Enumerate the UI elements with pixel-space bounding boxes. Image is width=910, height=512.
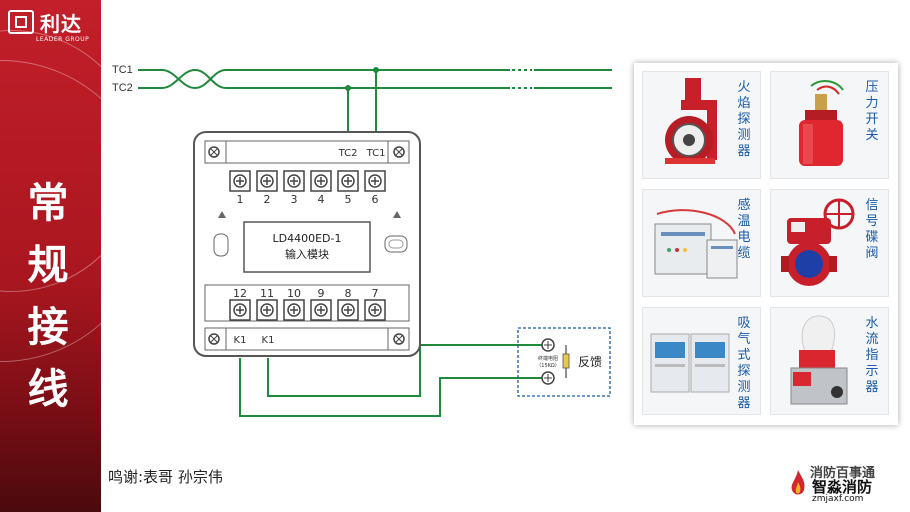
screw-icon [393,333,405,345]
terminal-number: 12 [233,287,247,300]
heat-cable-icon [654,209,738,279]
k1-wire-right [267,344,542,397]
bottom-terminal-strip [204,327,410,351]
terminal-number: 6 [372,193,379,206]
terminal-label-k1: K1 [234,335,247,346]
page-title: 常 规 接 线 [18,172,78,420]
terminal-number: 3 [291,193,298,206]
device-label: 火焰探测器 [737,80,751,159]
terminal-screw-icon [364,170,386,192]
module-model: LD4400ED-1 [273,232,342,245]
terminal-number: 7 [372,287,379,300]
feedback-label: 反馈 [578,355,602,369]
arrow-up-icon [393,211,401,218]
aspirating-detector-icon [650,333,730,393]
device-label: 水流指示器 [865,316,879,395]
resistor-label: 终端电阻 [538,355,558,362]
screw-icon [208,146,220,158]
terminal-screw-icon [310,299,332,321]
junction-dot [373,67,379,73]
screw-icon [541,338,555,352]
flame-logo-icon [791,470,805,495]
terminal-number: 2 [264,193,271,206]
watermark-url: zmjaxf.com [812,494,864,504]
device-card-heat-cable: 感温电缆 [642,189,761,297]
watermark: 消防百事通 智淼消防 zmjaxf.com [788,462,896,508]
terminal-screw-icon [256,170,278,192]
terminal-screw-icon [229,170,251,192]
bus-wire-tc1 [138,69,510,90]
butterfly-valve-icon [781,198,855,286]
arrow-up-icon [218,211,226,218]
credit-text: 鸣谢:表哥 孙宗伟 [108,468,223,486]
terminal-screw-icon [310,170,332,192]
brand-logo: 利达 LEADER GROUP [6,6,98,48]
device-label: 信号碟阀 [865,198,879,261]
bottom-terminal-frame [204,284,410,322]
device-card-aspirating-detector: 吸气式探测器 [642,307,761,415]
bus-label-tc1: TC1 [112,64,133,76]
title-char: 规 [27,241,69,289]
terminal-number: 10 [287,287,301,300]
device-label: 压力开关 [865,80,879,143]
terminal-number: 1 [237,193,244,206]
watermark-top-text: 消防百事通 [810,466,876,481]
logo-mark-icon [8,10,34,34]
terminal-label-tc2: TC2 [338,148,358,159]
bus-wire-tc2 [138,68,510,89]
top-terminal-row [229,170,386,192]
terminal-number: 5 [345,193,352,206]
feedback-device-box [517,327,611,397]
terminal-label-tc1: TC1 [366,148,386,159]
terminal-screw-icon [283,299,305,321]
terminal-screw-icon [283,170,305,192]
logo-name: 利达 [40,12,82,36]
flame-detector-icon [665,78,717,164]
water-flow-indicator-icon [790,315,848,405]
device-panel: 火焰探测器 压力开关 感温电缆 [634,63,898,425]
logo-subtitle: LEADER GROUP [36,36,90,43]
junction-dot [345,85,351,91]
device-card-signal-valve: 信号碟阀 [770,189,889,297]
terminal-screw-icon [337,170,359,192]
terminal-number: 9 [318,287,325,300]
device-label: 感温电缆 [737,198,751,261]
terminal-number: 4 [318,193,325,206]
title-char: 线 [27,365,69,413]
terminal-number: 8 [345,287,352,300]
screw-icon [208,333,220,345]
screw-icon [541,371,555,385]
terminal-screw-icon [256,299,278,321]
module-name: 输入模块 [285,247,329,261]
top-terminal-strip [204,140,410,164]
module-label-window [243,221,371,273]
terminal-number: 11 [260,287,274,300]
k1-wire-left [239,358,542,417]
resistor-icon [562,353,570,369]
device-card-water-flow-indicator: 水流指示器 [770,307,889,415]
bottom-terminal-row [229,299,386,321]
title-char: 常 [27,179,69,227]
indicator-slot [213,233,229,257]
terminal-label-k1: K1 [262,335,275,346]
device-card-flame-detector: 火焰探测器 [642,71,761,179]
terminal-screw-icon [364,299,386,321]
resistor-value: （15KΩ） [536,363,559,369]
wiring-diagram: TC1 TC2 TC2 TC1 1 2 3 4 5 6 LD4400ED-1 输… [112,64,612,417]
title-char: 接 [27,303,69,351]
device-card-pressure-switch: 压力开关 [770,71,889,179]
pressure-switch-icon [799,80,844,166]
bus-label-tc2: TC2 [112,82,133,94]
device-label: 吸气式探测器 [737,316,751,411]
sidebar: 利达 LEADER GROUP 常 规 接 线 [0,0,101,512]
terminal-screw-icon [229,299,251,321]
watermark-main-text: 智淼消防 [812,478,873,496]
terminal-screw-icon [337,299,359,321]
screw-icon [393,146,405,158]
